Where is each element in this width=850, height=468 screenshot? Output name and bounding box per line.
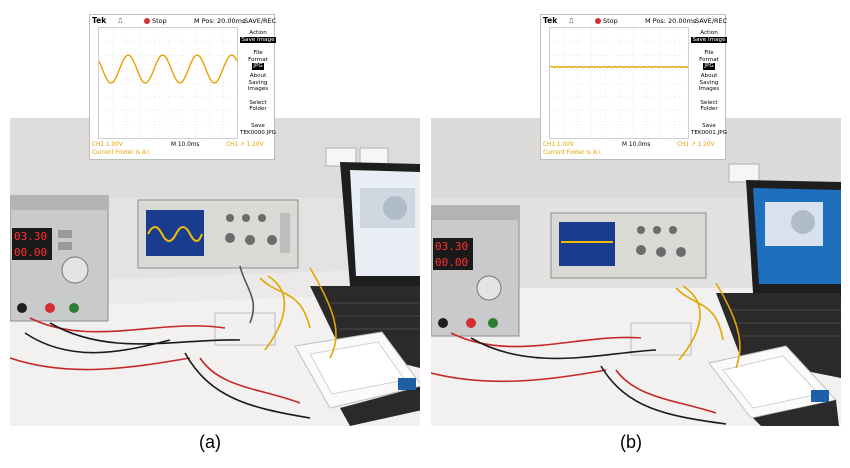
scope-trace-b xyxy=(549,28,689,138)
menu-saving-label: Saving xyxy=(248,79,268,86)
menu-action-label[interactable]: Action xyxy=(700,30,718,36)
timebase: M 10.0ms xyxy=(622,142,651,148)
daq-device xyxy=(708,345,839,426)
caption-b: (b) xyxy=(620,432,642,452)
m-pos: M Pos: 20.00ms xyxy=(194,17,246,25)
scope-graticule xyxy=(549,27,689,139)
breadboard xyxy=(630,322,692,356)
power-supply: 03.30 00.00 xyxy=(431,205,520,337)
psu-current-readout: 00.00 xyxy=(14,246,47,259)
m-pos: M Pos: 20.00ms xyxy=(645,17,697,25)
menu-saving-label: Saving xyxy=(699,79,719,86)
menu-save-filename: TEK0000.JPG xyxy=(240,129,276,136)
menu-action-value[interactable]: Save Image xyxy=(240,36,276,44)
oscilloscope-device xyxy=(137,199,299,269)
menu-format-value[interactable]: JPG xyxy=(703,63,715,70)
scope-status-bar: Tek ⎍ Stop M Pos: 20.00ms SAVE/REC xyxy=(90,15,277,26)
scope-brand: Tek xyxy=(92,16,107,25)
menu-title: SAVE/REC xyxy=(695,17,728,25)
lab-photo-b: 03.30 00.00 xyxy=(431,118,841,426)
menu-format-label: Format xyxy=(248,56,268,63)
lab-photo-a: 03.30 00.00 xyxy=(10,118,420,426)
trigger-level: CH1 ↗ 1.20V xyxy=(677,142,715,148)
current-folder: Current Folder is A:\ xyxy=(543,150,601,156)
menu-select-label[interactable]: Select xyxy=(249,99,267,106)
psu-voltage-readout: 03.30 xyxy=(14,230,47,243)
menu-images-label: Images xyxy=(247,86,269,93)
scope-graticule xyxy=(98,27,238,139)
scope-side-menu: Action Save Image File Format JPG About … xyxy=(240,27,276,145)
menu-save-filename: TEK0001.JPG xyxy=(691,129,727,136)
laptop xyxy=(310,162,420,368)
menu-action-value[interactable]: Save Image xyxy=(691,36,727,44)
menu-select-label[interactable]: Select xyxy=(700,99,718,106)
caption-a: (a) xyxy=(199,432,221,452)
menu-format-value[interactable]: JPG xyxy=(252,63,264,70)
menu-title: SAVE/REC xyxy=(244,17,277,25)
trigger-pulse-icon: ⎍ xyxy=(118,17,123,25)
menu-folder-label: Folder xyxy=(700,106,718,113)
psu-voltage-readout: 03.30 xyxy=(435,240,468,253)
scope-trace-a xyxy=(98,28,238,138)
oscilloscope-device xyxy=(550,212,707,279)
scope-side-menu: Action Save Image File Format JPG About … xyxy=(691,27,727,145)
lab-photo-a-drawing: 03.30 00.00 xyxy=(10,118,420,426)
menu-save-label[interactable]: Save xyxy=(702,122,716,129)
trigger-pulse-icon: ⎍ xyxy=(569,17,574,25)
scope-screen-a: Tek ⎍ Stop M Pos: 20.00ms SAVE/REC Actio… xyxy=(89,14,277,160)
power-supply: 03.30 00.00 xyxy=(10,195,109,322)
menu-save-label[interactable]: Save xyxy=(251,122,265,129)
run-state: Stop xyxy=(144,17,167,25)
ch1-scale: CH1 1.00V xyxy=(92,142,123,148)
trigger-level: CH1 ↗ 1.20V xyxy=(226,142,264,148)
psu-current-readout: 00.00 xyxy=(435,256,468,269)
scope-status-bar: Tek ⎍ Stop M Pos: 20.00ms SAVE/REC xyxy=(541,15,728,26)
menu-about-label[interactable]: About xyxy=(700,72,718,79)
run-state: Stop xyxy=(595,17,618,25)
current-folder: Current Folder is A:\ xyxy=(92,150,150,156)
menu-file-label[interactable]: File xyxy=(253,50,263,57)
menu-folder-label: Folder xyxy=(249,106,267,113)
menu-format-label: Format xyxy=(699,56,719,63)
menu-images-label: Images xyxy=(698,86,720,93)
daq-device xyxy=(294,331,420,426)
stop-icon xyxy=(595,18,601,24)
menu-file-label[interactable]: File xyxy=(704,50,714,57)
menu-about-label[interactable]: About xyxy=(249,72,267,79)
ch1-scale: CH1 1.00V xyxy=(543,142,574,148)
stop-icon xyxy=(144,18,150,24)
lab-photo-b-drawing: 03.30 00.00 xyxy=(431,118,841,426)
menu-action-label[interactable]: Action xyxy=(249,30,267,36)
scope-brand: Tek xyxy=(543,16,558,25)
scope-screen-b: Tek ⎍ Stop M Pos: 20.00ms SAVE/REC Actio… xyxy=(540,14,728,160)
timebase: M 10.0ms xyxy=(171,142,200,148)
